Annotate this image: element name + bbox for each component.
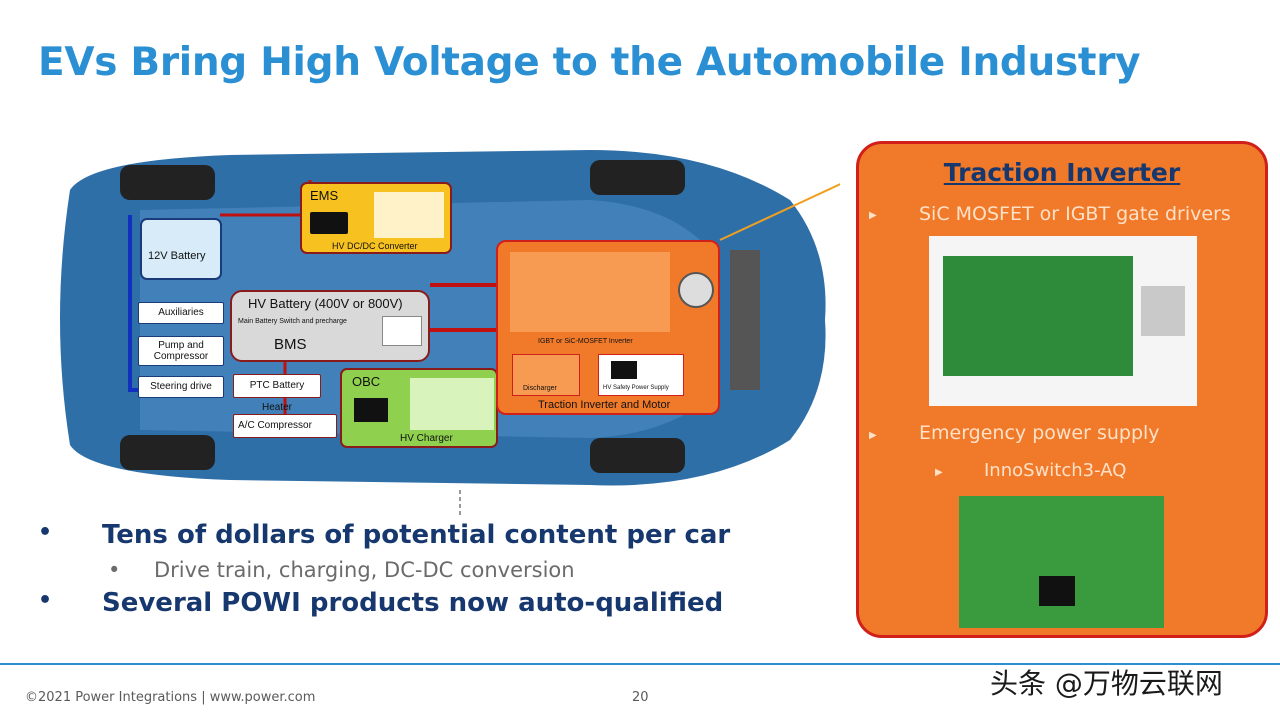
traction-label: Traction Inverter and Motor xyxy=(538,399,671,411)
discharger-label: Discharger xyxy=(523,385,557,392)
bullet-1-sub-text: Drive train, charging, DC-DC conversion xyxy=(154,558,575,582)
slide-title: EVs Bring High Voltage to the Automobile… xyxy=(38,40,1141,85)
bullet-1-text: Tens of dollars of potential content per… xyxy=(102,520,731,550)
power-supply-board-image xyxy=(959,496,1164,628)
inverter-circuit xyxy=(510,252,670,332)
gate-driver-board-image xyxy=(929,236,1197,406)
page-number: 20 xyxy=(632,690,649,705)
ems-block: EMS HV DC/DC Converter xyxy=(300,182,452,254)
safety-chip xyxy=(611,361,637,379)
arrow-icon: ▶ xyxy=(869,430,877,441)
steering-box: Steering drive xyxy=(138,376,224,398)
ems-sub: HV DC/DC Converter xyxy=(332,241,418,251)
hv-safety-supply-box: HV Safety Power Supply xyxy=(598,354,684,396)
pump-box: Pump and Compressor xyxy=(138,336,224,366)
arrow-icon: ▶ xyxy=(869,210,877,221)
obc-circuit xyxy=(410,378,494,430)
bms-label: BMS xyxy=(274,336,307,353)
ems-chip xyxy=(310,212,348,234)
ev-diagram: 12V Battery EMS HV DC/DC Converter Auxil… xyxy=(30,120,840,515)
motor-icon xyxy=(678,272,714,308)
ems-label: EMS xyxy=(310,188,339,203)
inverter-sub: IGBT or SiC-MOSFET Inverter xyxy=(538,338,633,345)
bullet-2-text: Several POWI products now auto-qualified xyxy=(102,588,724,618)
ptc-heater-box: PTC Battery Heater xyxy=(233,374,321,413)
panel-item-gate-drivers: SiC MOSFET or IGBT gate drivers xyxy=(919,203,1231,225)
hv-battery-sub: Main Battery Switch and precharge xyxy=(238,318,347,325)
discharger-box: Discharger xyxy=(512,354,580,396)
bullet-marker: • xyxy=(38,520,53,545)
traction-inverter-panel: Traction Inverter ▶ SiC MOSFET or IGBT g… xyxy=(856,141,1268,638)
watermark-text: 头条 @万物云联网 xyxy=(990,667,1223,700)
ac-compressor-box: A/C Compressor xyxy=(233,414,337,438)
obc-sub: HV Charger xyxy=(400,433,453,444)
pcb-board xyxy=(943,256,1133,376)
footer-divider xyxy=(0,663,1280,665)
footer-copyright: ©2021 Power Integrations | www.power.com xyxy=(25,690,316,705)
obc-label: OBC xyxy=(352,374,381,389)
hv-battery-block: HV Battery (400V or 800V) Main Battery S… xyxy=(230,290,430,362)
bms-chip-box xyxy=(382,316,422,346)
battery-12v: 12V Battery xyxy=(140,218,222,280)
battery-12v-label: 12V Battery xyxy=(148,250,206,262)
panel-item-emergency-supply: Emergency power supply xyxy=(919,422,1160,444)
bullet-marker: • xyxy=(38,588,53,613)
traction-inverter-block: IGBT or SiC-MOSFET Inverter Discharger H… xyxy=(496,240,720,415)
pcb-connector xyxy=(1141,286,1185,336)
obc-chip xyxy=(354,398,388,422)
arrow-icon: ▶ xyxy=(935,467,943,478)
sub-bullet-marker: • xyxy=(108,558,121,582)
ems-circuit xyxy=(374,192,444,238)
hv-battery-label: HV Battery (400V or 800V) xyxy=(248,296,403,311)
supply-label: HV Safety Power Supply xyxy=(603,385,669,391)
panel-sub-item-innoswitch: InnoSwitch3-AQ xyxy=(984,460,1127,481)
obc-block: OBC HV Charger xyxy=(340,368,498,448)
auxiliaries-box: Auxiliaries xyxy=(138,302,224,324)
pcb-chip xyxy=(1039,576,1075,606)
panel-title: Traction Inverter xyxy=(943,158,1181,187)
